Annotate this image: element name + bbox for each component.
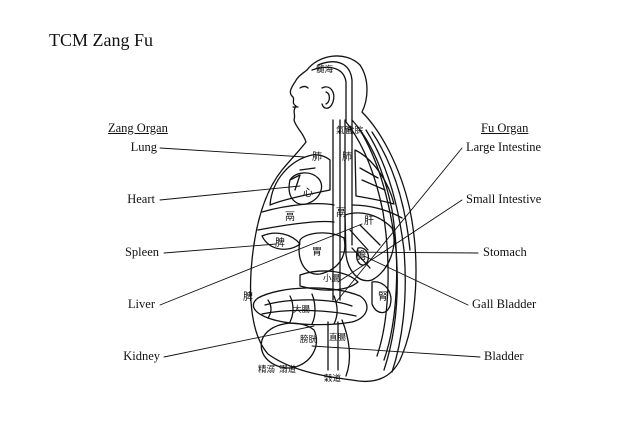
diaphragm [261,203,335,213]
cjk-small-intestine: 小腸 [323,273,341,284]
leader-lung [159,147,306,158]
cjk-spleen: 脾 [275,236,285,249]
heart [288,172,323,205]
cjk-kidney: 腎 [378,291,388,303]
leader-gall-bladder [363,255,469,306]
lung-left [269,154,331,206]
label-spleen: Spleen [124,245,159,259]
cjk-grain-channel: 穀道 [324,373,342,384]
label-small-intestine: Small Intestive [466,192,542,206]
diagram-title: TCM Zang Fu [49,30,154,50]
rectum [327,321,339,371]
cjk-brain-sea: 髓海 [316,64,334,75]
cjk-heart: 心 [303,187,313,199]
label-gall-bladder: Gall Bladder [472,297,537,311]
cjk-bladder: 膀胱 [300,334,318,345]
cjk-lung-left: 肺 [312,151,322,163]
leader-heart [159,185,301,201]
cjk-liver: 肝 [364,215,374,227]
cjk-diaphragm-left: 鬲 [285,211,295,223]
label-kidney: Kidney [123,349,160,363]
small-intestine [299,270,359,291]
label-lung: Lung [130,140,157,154]
leader-spleen [163,243,277,254]
label-bladder: Bladder [484,349,524,363]
kidney [371,281,392,314]
bladder [260,322,318,369]
cjk-urine-channel: 溺道 [279,364,297,375]
leader-liver [159,223,363,306]
cjk-lung-right: 肺 [342,151,352,163]
cjk-spleen-2: 脾 [243,290,253,303]
label-liver: Liver [127,297,155,311]
cjk-rectum: 直腸 [329,332,347,343]
large-intestine [252,287,368,326]
spinal-channel [317,61,398,361]
cjk-stomach: 胃 [312,246,322,258]
label-large-intestine: Large Intestine [466,140,542,154]
leader-large-intestine [335,147,463,303]
cjk-essence-channel: 精溺 [258,364,275,375]
eye [299,85,309,89]
cjk-large-intestine: 大腸 [293,304,311,315]
ear [321,86,335,109]
stomach [298,232,346,275]
zang-heading: Zang Organ [108,121,168,135]
leader-kidney [163,325,315,358]
label-heart: Heart [127,192,155,206]
fu-heading: Fu Organ [481,121,529,135]
leader-stomach [339,251,479,254]
leader-bladder [311,345,481,358]
cjk-qi-tube: 氣管 [336,125,353,136]
label-stomach: Stomach [483,245,527,259]
leader-small-intestine [337,199,463,283]
cjk-gall: 膽 [356,249,366,262]
cjk-esophagus: 食脘 [346,125,364,136]
cjk-diaphragm-right: 鬲 [336,207,346,219]
body-outline [249,55,417,383]
